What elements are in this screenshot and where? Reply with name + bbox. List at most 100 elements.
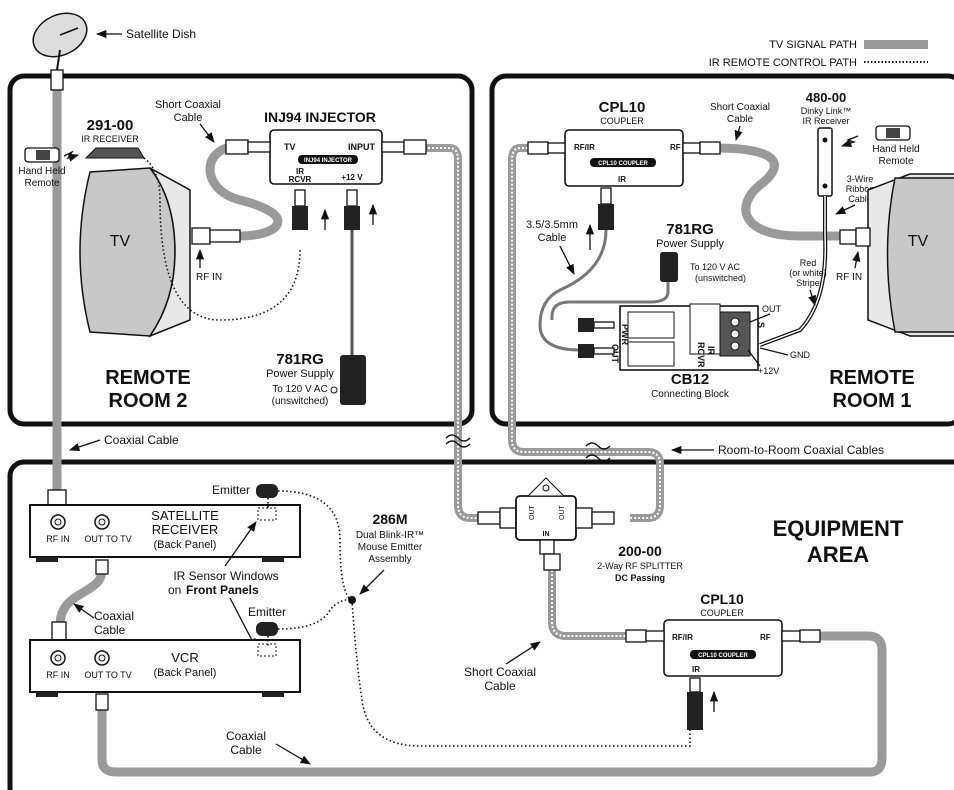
injector-tv-port [247, 141, 271, 153]
vcr-out-to-tv-label: OUT TO TV [84, 670, 131, 680]
emitter-bottom-icon [256, 622, 278, 636]
mouse-label-1: Dual Blink-IR™ [356, 530, 424, 541]
stripe-label-3: Stripe [796, 278, 820, 288]
room2-title-2: ROOM 2 [109, 390, 188, 412]
emitter-top-label: Emitter [212, 483, 250, 497]
room2-ir-plug [292, 206, 308, 230]
room2-rf-in-label: RF IN [196, 272, 222, 283]
room1-hand-held-label-2: Remote [878, 156, 913, 167]
room2-hand-held-label-2: Remote [24, 178, 59, 189]
injector-port-input: INPUT [348, 142, 376, 152]
cb12-label: Connecting Block [651, 389, 730, 400]
injector-port-12v: +12 V [341, 173, 363, 182]
cb12-out: OUT [610, 344, 620, 364]
room1-title-1: REMOTE [829, 367, 915, 389]
legend-tv-signal-swatch [864, 40, 928, 49]
room2-tv-rf-connector [191, 227, 211, 245]
room1-short-coax-label-2: Cable [727, 114, 754, 125]
room2-short-coax-label-1: Short Coaxial [155, 99, 221, 111]
room2-short-coax [205, 141, 283, 241]
sat-out-to-tv-jack [94, 514, 110, 530]
room2-power-plug [344, 206, 360, 230]
ir-sensor-label-2-bold: Front Panels [186, 583, 259, 597]
wire-gnd-label: GND [790, 350, 811, 360]
room1-hand-held-remote-icon [875, 125, 911, 141]
equipment-title-2: AREA [807, 542, 869, 567]
sat-to-vcr-coax [55, 565, 107, 630]
room1-coupler-port-rfir: RF/IR [574, 143, 595, 152]
injector-port-tv: TV [284, 142, 296, 152]
eq-coupler-model: CPL10 [700, 591, 744, 607]
room1-title-2: ROOM 1 [833, 390, 912, 412]
room2-title-1: REMOTE [105, 367, 191, 389]
eq-coupler-rf-port [781, 630, 801, 642]
legend-tv-signal-label: TV SIGNAL PATH [769, 39, 857, 51]
dinky-link-label-2: IR Receiver [802, 116, 849, 126]
splitter-out-right: OUT [559, 505, 566, 521]
dinky-link-label-1: Dinky Link™ [801, 106, 852, 116]
room1-power-label: Power Supply [656, 238, 724, 250]
room1-hand-held-label-1: Hand Held [872, 144, 919, 155]
remote-room-1-frame [489, 73, 954, 427]
room1-coupler-model: CPL10 [599, 99, 646, 116]
satellite-dish-label: Satellite Dish [126, 27, 196, 41]
room2-ir-receiver-model: 291-00 [87, 117, 134, 134]
vcr-rf-in-jack [50, 650, 66, 666]
eq-coupler-port-rf: RF [760, 633, 771, 642]
room2-power-ac-1: To 120 V AC [272, 384, 328, 395]
ribbon-label-2: Ribbon [846, 184, 875, 194]
coaxial-cable-label: Coaxial Cable [104, 433, 179, 447]
stripe-label-1: Red [800, 258, 817, 268]
tv-signal-cables [52, 85, 887, 777]
vcr-rf-in-label: RF IN [46, 670, 70, 680]
ir-sensor-label-1: IR Sensor Windows [173, 569, 278, 583]
room-to-room-cables-label: Room-to-Room Coaxial Cables [718, 443, 884, 457]
splitter-dc: DC Passing [615, 573, 665, 583]
equipment-area-frame [7, 459, 954, 790]
ribbon-label-1: 3-Wire [847, 174, 874, 184]
room1-coupler-label: COUPLER [600, 116, 644, 126]
eq-short-coax-label-1: Short Coaxial [464, 665, 536, 679]
room2-ir-wire [143, 157, 301, 321]
room1-power-model: 781RG [666, 221, 714, 238]
cable35 [538, 229, 608, 352]
bottom-coax-label-2: Cable [230, 743, 262, 757]
room2-hand-held-remote-icon [24, 147, 60, 163]
room2-power-supply-icon [340, 355, 366, 405]
vcr-out-to-coupler-coax [97, 631, 887, 777]
splitter-model: 200-00 [618, 543, 662, 559]
room1-power-supply-icon [660, 252, 678, 282]
sat-vcr-coax-label-1: Coaxial [94, 609, 134, 623]
emitter-bottom-label: Emitter [248, 605, 286, 619]
dinky-link-model: 480-00 [806, 90, 846, 105]
cable35-label-1: 3.5/3.5mm [526, 219, 578, 231]
room1-power-ac-1: To 120 V AC [690, 262, 741, 272]
sat-rf-in-label: RF IN [46, 534, 70, 544]
ribbon-label-3: Cable [848, 194, 872, 204]
wire-12v-label: +12V [758, 366, 779, 376]
injector-input-port [381, 141, 405, 153]
mouse-emitter-wire [351, 599, 691, 747]
sat-label-3: (Back Panel) [154, 539, 217, 551]
room1-power-ac-2: (unswitched) [695, 273, 746, 283]
mouse-label-3: Assembly [368, 554, 411, 565]
equipment-title-1: EQUIPMENT [773, 516, 904, 541]
sat-label-1: SATELLITE [151, 508, 219, 523]
injector-port-ir-1: IR [296, 167, 304, 176]
injector-port-ir-2: RCVR [289, 175, 312, 184]
room2-short-coax-label-2: Cable [174, 112, 203, 124]
splitter-out-left: OUT [529, 505, 536, 521]
cb12-pwr: PWR [620, 324, 630, 345]
room1-coupler-port-ir: IR [618, 175, 626, 184]
room1-tv-rf-connector [855, 227, 871, 247]
room1-rf-in-label: RF IN [836, 272, 862, 283]
wire-out-label: OUT [762, 304, 782, 314]
cable-break-marks [445, 434, 611, 462]
room2-ir-receiver-icon [84, 147, 145, 159]
cb12-s: S [756, 322, 766, 328]
room2-power-ac-2: (unswitched) [272, 396, 329, 407]
room1-short-coax-label-1: Short Coaxial [710, 102, 770, 113]
vcr-box [29, 639, 301, 693]
cb12-model: CB12 [671, 371, 709, 388]
